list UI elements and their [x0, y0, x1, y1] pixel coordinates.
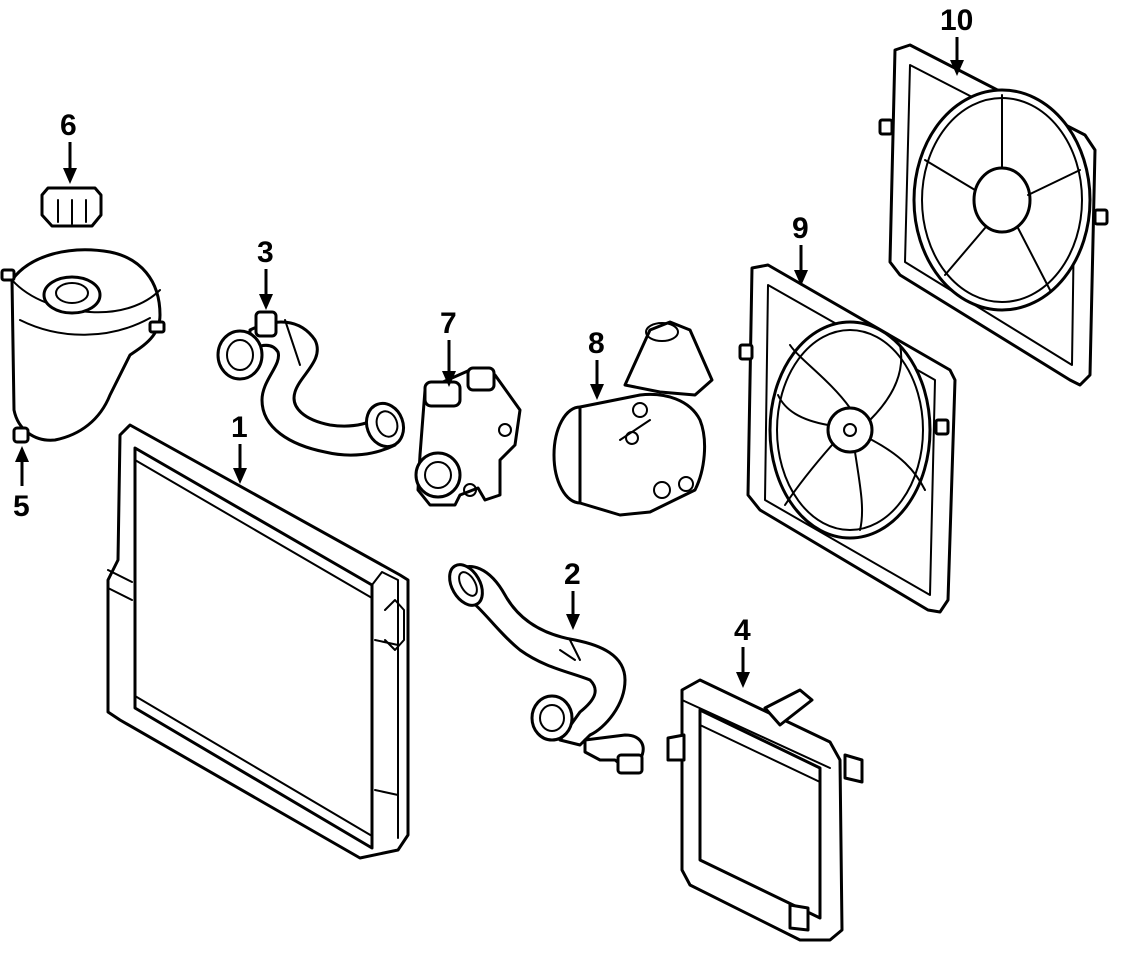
callout-9: 9	[792, 212, 809, 286]
callout-10: 10	[940, 4, 973, 76]
callout-number-8: 8	[588, 327, 605, 360]
callout-number-3: 3	[257, 236, 274, 269]
callout-2: 2	[564, 558, 581, 630]
radiator	[106, 423, 410, 860]
fan-shroud	[878, 43, 1109, 387]
callout-4: 4	[734, 614, 751, 688]
coolant-reservoir	[0, 248, 166, 444]
callout-7: 7	[440, 307, 457, 387]
reservoir-cap	[40, 186, 103, 228]
callout-number-10: 10	[940, 4, 973, 37]
callout-3: 3	[257, 236, 274, 310]
callout-1: 1	[231, 411, 248, 484]
callout-number-1: 1	[231, 411, 248, 444]
lower-radiator-hose	[448, 563, 645, 775]
upper-radiator-hose	[216, 310, 406, 457]
auxiliary-radiator	[666, 678, 864, 942]
callout-6: 6	[60, 109, 77, 184]
callout-number-6: 6	[60, 109, 77, 142]
callout-number-4: 4	[734, 614, 751, 647]
callout-5: 5	[13, 446, 30, 523]
fan-assembly	[738, 263, 957, 614]
thermostat-housing	[414, 366, 522, 507]
callout-number-7: 7	[440, 307, 457, 340]
callout-8: 8	[588, 327, 605, 400]
callout-number-9: 9	[792, 212, 809, 245]
callout-number-5: 5	[13, 490, 30, 523]
water-pump	[552, 320, 714, 517]
callout-number-2: 2	[564, 558, 581, 591]
